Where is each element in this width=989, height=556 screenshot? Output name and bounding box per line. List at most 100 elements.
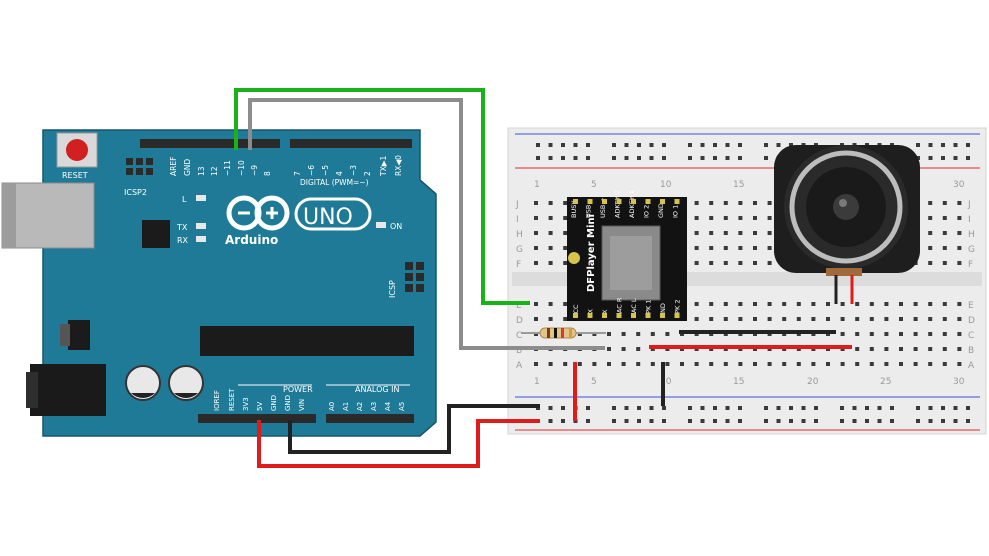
resistor-band-3 — [561, 328, 564, 338]
rail-hole — [573, 156, 578, 160]
terminal-hole — [534, 231, 538, 235]
power-pin-label: GND — [284, 395, 292, 411]
power-pin-label: 5V — [256, 402, 264, 411]
terminal-hole — [534, 201, 538, 205]
terminal-hole — [665, 332, 670, 336]
terminal-hole — [709, 362, 714, 366]
terminal-hole — [563, 201, 568, 205]
terminal-hole — [694, 201, 699, 205]
terminal-hole — [563, 231, 568, 235]
rail-hole — [624, 419, 629, 423]
terminal-hole — [534, 317, 538, 321]
terminal-hole — [621, 332, 626, 336]
icsp-pin — [416, 284, 424, 292]
dfplayer-header-pin — [631, 199, 636, 204]
reset-button-cap[interactable] — [66, 139, 88, 161]
rail-hole — [738, 143, 742, 147]
tx-led-label: TX — [176, 223, 188, 232]
terminal-hole — [928, 347, 933, 351]
terminal-hole — [855, 302, 860, 306]
terminal-hole — [928, 261, 933, 265]
col-num-30-b: 30 — [953, 377, 965, 387]
digital-pin-label: ~6 — [307, 165, 316, 176]
terminal-hole — [855, 332, 860, 336]
terminal-hole — [884, 332, 889, 336]
terminal-hole — [942, 302, 947, 306]
dfplayer-top-pin-label: USB - — [585, 200, 593, 218]
rail-hole — [649, 156, 654, 160]
terminal-hole — [942, 317, 947, 321]
digital-label: DIGITAL (PWM=~) — [300, 178, 369, 187]
terminal-hole — [913, 347, 918, 351]
terminal-hole — [607, 362, 611, 366]
terminal-hole — [680, 362, 684, 366]
terminal-hole — [928, 317, 933, 321]
rail-hole — [764, 156, 768, 160]
rail-hole — [890, 419, 894, 423]
rail-hole — [649, 406, 654, 410]
rail-hole — [662, 419, 666, 423]
digital-pin-label: 12 — [210, 166, 219, 176]
dfplayer-bottom-pin-label: VCC — [572, 304, 580, 318]
terminal-hole — [884, 362, 889, 366]
terminal-hole — [694, 261, 699, 265]
rail-hole — [662, 156, 666, 160]
terminal-hole — [636, 347, 641, 351]
terminal-hole — [899, 302, 903, 306]
analog-label: ANALOG IN — [355, 385, 400, 394]
terminal-hole — [840, 332, 845, 336]
terminal-hole — [811, 302, 816, 306]
icsp2-pin — [126, 168, 133, 175]
rail-hole — [941, 143, 945, 147]
rail-hole — [548, 156, 553, 160]
rail-hole — [764, 419, 768, 423]
rail-hole — [738, 419, 742, 423]
terminal-hole — [534, 362, 538, 366]
arduino-logo: UNO Arduino — [225, 195, 372, 247]
analog-pin-label: A2 — [356, 402, 364, 411]
col-num-5-b: 5 — [591, 377, 597, 387]
row-letter-g: G — [516, 245, 523, 255]
analog-pin-label: A3 — [370, 402, 378, 411]
terminal-hole — [928, 246, 933, 250]
row-letter-i: I — [516, 215, 519, 225]
terminal-hole — [767, 231, 772, 235]
reset-label: RESET — [62, 171, 88, 180]
rail-hole — [953, 406, 958, 410]
analog-pin-label: A4 — [384, 401, 392, 411]
rail-hole — [789, 419, 793, 423]
terminal-hole — [957, 302, 962, 306]
terminal-hole — [884, 347, 889, 351]
terminal-hole — [753, 231, 757, 235]
dfplayer-header-pin — [573, 313, 578, 318]
terminal-hole — [694, 362, 699, 366]
terminal-hole — [840, 302, 845, 306]
rail-hole — [916, 419, 920, 423]
col-num-1-b: 1 — [534, 377, 540, 387]
terminal-hole — [928, 201, 933, 205]
rail-hole — [928, 143, 933, 147]
rail-hole — [700, 156, 705, 160]
tx-led — [196, 223, 206, 229]
icsp2-label: ICSP2 — [124, 188, 147, 197]
terminal-hole — [942, 362, 947, 366]
rx-led-label: RX — [177, 236, 189, 245]
icsp2-pin — [136, 168, 143, 175]
rail-hole — [561, 143, 565, 147]
terminal-hole — [636, 332, 641, 336]
rail-hole — [586, 143, 590, 147]
dfplayer-top-pin-label: IO 2 — [643, 205, 651, 218]
terminal-hole — [811, 362, 816, 366]
terminal-hole — [709, 246, 714, 250]
terminal-hole — [869, 332, 874, 336]
terminal-hole — [563, 246, 568, 250]
rail-hole — [637, 406, 641, 410]
digital-pin-label: ~9 — [250, 165, 259, 176]
rail-hole — [536, 143, 540, 147]
wire-red-5v — [257, 419, 540, 468]
rail-hole — [725, 156, 730, 160]
resistor-band-4 — [569, 328, 572, 338]
col-num-15: 15 — [733, 180, 744, 190]
